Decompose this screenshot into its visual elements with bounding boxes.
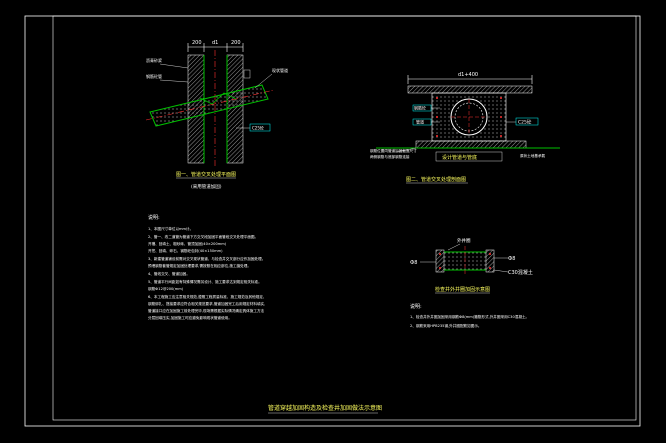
- notes-left-line: 管道接口应在加固施工前处理完毕,现场需根据实际情况确定具体施工方法: [148, 308, 265, 313]
- fig2-label-right: C25砼: [518, 119, 532, 126]
- notes-left-line: 6、本工程施工应注意相关规范,遵照工程质量标准、施工规范及其他规定、: [148, 294, 266, 299]
- fig1-caption-sub: (采用管道加固): [191, 183, 222, 190]
- notes-right-heading: 说明:: [410, 303, 422, 310]
- inner-frame: [52, 15, 637, 421]
- notes-left-line: 钢筋绑扎、搭接要求应符合相关规范要求,管道加固完工后用规定材料填实,: [148, 301, 265, 306]
- fig1-note-left-2: 钢筋砼管: [146, 73, 162, 79]
- fig1-dim-2: d1: [212, 40, 218, 46]
- fig1-box-label-frame: [249, 123, 271, 132]
- notes-right: 说明: 1、检查井外井圈加固采用钢筋Ф8(mm)箍筋形式,外井圈采用C30混凝土…: [410, 303, 529, 328]
- fig2-caption: 图二、管道交叉处理剖面图: [406, 176, 466, 183]
- fig1-plan-view: 200 d1 200 沥青砂浆 钢筋砼管 现状管道 C25砼 图一、管道交叉处理…: [145, 40, 288, 190]
- fig2-note-bottom-left-2: 两侧钢筋与底部钢筋连接: [370, 154, 410, 159]
- fig3-label-right-1: Ф8: [508, 256, 516, 262]
- notes-left-line: 2、管一、改二道管为管道下方交叉段加固平面管段交叉处理平面图。: [148, 234, 258, 239]
- fig3-caption: 检查井外井圈加固示意图: [435, 286, 490, 293]
- fig1-cross-pipe: [149, 84, 269, 127]
- fig3-label-top: 外井圈: [457, 237, 471, 244]
- notes-left-line: 开挖、回填、碎石、钢筋砼包封(40×150mm): [148, 248, 223, 253]
- fig1-note-left-1: 沥青砂浆: [146, 57, 162, 63]
- notes-left-line: 5、管道平行间距如有特殊情况需另设计、施工要求达到规定相关标准。: [148, 279, 262, 284]
- fig1-wall-right: [226, 54, 244, 164]
- notes-left-line: 开槽、回填土、粗砂砾、管顶加固(40×200mm): [148, 241, 227, 246]
- fig1-box-label: C25砼: [252, 125, 264, 131]
- notes-right-line: 2、钢筋采用HPB235钢,外井圈配筋如图示。: [410, 323, 482, 328]
- fig3-label-right-2: C30混凝土: [508, 269, 533, 276]
- outer-frame: [24, 15, 641, 427]
- fig2-base-label: 设计管道与管底: [442, 154, 477, 161]
- fig2-section-view: d1+400 钢筋砼 管道 C25砼 钢筋位置同管道加固截面尺寸: [370, 72, 560, 184]
- notes-left-heading: 说明:: [148, 214, 160, 221]
- notes-left-line: 钢筋Ф12@200(mm): [148, 286, 184, 291]
- fig3-label-left: Ф8: [410, 260, 418, 266]
- notes-left-line: 预埋钢筋套管规定加固处理要求,需按照在相应部位,施工缝处理。: [148, 263, 251, 268]
- notes-left: 说明: 1、本图尺寸单位以mm计。 2、管一、改二道管为管道下方交叉段加固平面管…: [148, 214, 266, 320]
- fig1-caption: 图一、管道交叉处理平面图: [176, 171, 236, 178]
- notes-left-line: 1、本图尺寸单位以mm计。: [148, 226, 193, 231]
- fig1-dim-3: 200: [231, 40, 241, 46]
- fig2-label-left-1: 钢筋砼: [414, 105, 426, 111]
- notes-left-line: 3、新建管道铺设前需对交叉现状管道、与检查井交叉部分应作加固处理。: [148, 256, 265, 261]
- fig2-base-layer: [415, 140, 527, 149]
- fig2-surface-band: [407, 85, 533, 94]
- fig3-manhole-ring: 外井圈 Ф8 Ф8 C30混凝土 检查井外井圈加固示意图: [410, 237, 533, 294]
- fig2-note-bottom-right: 原状土地基承载: [520, 153, 546, 158]
- fig2-rebar-dots: [436, 97, 502, 137]
- fig1-note-right: 现状管道: [272, 67, 288, 73]
- notes-left-line: 4、管线交叉、管道加固。: [148, 271, 190, 276]
- notes-right-line: 1、检查井外井圈加固采用钢筋Ф8(mm)箍筋形式,外井圈采用C30混凝土。: [410, 314, 529, 319]
- fig2-dim-top: d1+400: [458, 72, 478, 78]
- drawing-title: 管道穿越加固构造及检查井加固做法示意图: [268, 404, 382, 412]
- fig2-label-left-2: 管道: [416, 119, 424, 125]
- fig1-dim-1: 200: [192, 40, 202, 46]
- notes-left-line: 分层回填压实,加固施工时应避免影响现状管道使用。: [148, 315, 232, 320]
- fig2-note-bottom-left-1: 钢筋位置同管道加固截面尺寸: [370, 148, 417, 153]
